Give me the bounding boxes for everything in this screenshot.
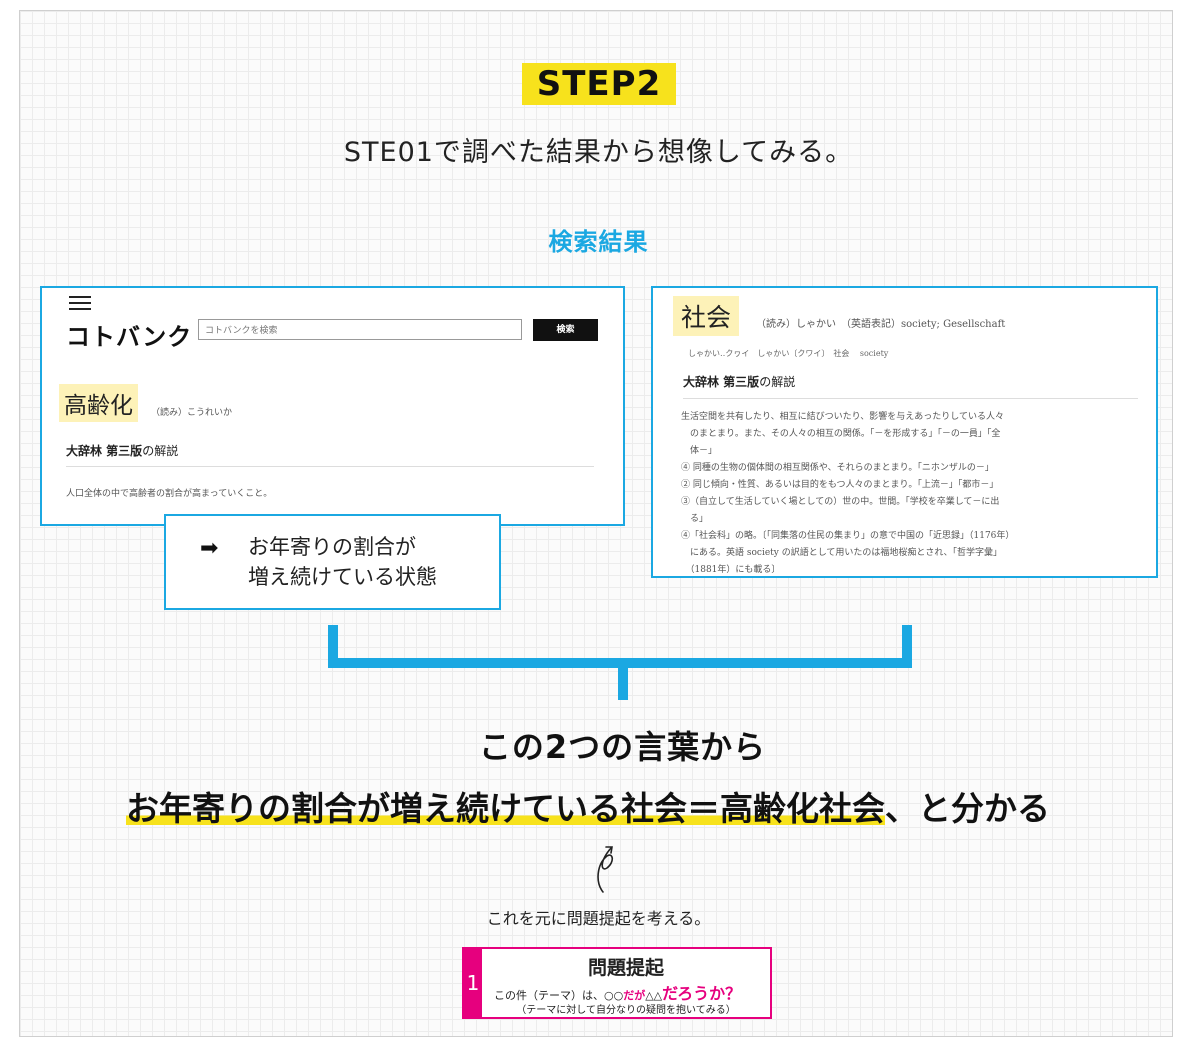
step-badge: STEP2 — [522, 63, 676, 105]
kotobank-search-button[interactable]: 検索 — [533, 319, 598, 341]
term-tags: しゃかい‥クヮイ しゃかい〔クワイ〕 社会 society — [688, 349, 889, 358]
shakai-screenshot-card: 社会 （読み）しゃかい （英語表記）society; Gesellschaft … — [651, 286, 1158, 578]
dictionary-suffix: の解説 — [759, 375, 796, 389]
problem-statement-card: 1 問題提起 この件（テーマ）は、○○だが△△だろうか？ （テーマに対して自分な… — [462, 947, 772, 1019]
definition-line: ② 同じ傾向・性質、あるいは目的をもつ人々のまとまり。「上流－」「都市－」 — [681, 480, 999, 490]
term-reading: （読み）こうれいか — [151, 408, 233, 418]
dictionary-label: 大辞林 第三版の解説 — [683, 373, 795, 390]
kotobank-screenshot-card: コトバンク コトバンクを検索 検索 高齢化 （読み）こうれいか 大辞林 第三版の… — [40, 286, 625, 526]
definition-line: 体－」 — [681, 446, 718, 456]
next-step-text: これを元に問題提起を考える。 — [486, 909, 711, 928]
callout-line-1: お年寄りの割合が — [248, 535, 416, 559]
problem-part: この件（テーマ）は、 — [494, 989, 604, 1002]
dictionary-suffix: の解説 — [142, 444, 179, 458]
kotobank-logo[interactable]: コトバンク — [66, 323, 193, 351]
result-heading: 検索結果 — [548, 228, 649, 256]
definition-line: （1881年）にも載る〕 — [681, 565, 781, 575]
conclusion-line-1: この2つの言葉から — [478, 728, 767, 766]
problem-template: この件（テーマ）は、○○だが△△だろうか？ — [494, 980, 741, 1004]
problem-connector: だが — [623, 989, 646, 1002]
definition-line: ④「社会科」の略。〔「同集落の住民の集まり」の意で中国の「近思録」（1176年） — [681, 531, 1015, 541]
kotobank-search-input[interactable]: コトバンクを検索 — [198, 319, 522, 340]
problem-number-badge: 1 — [464, 949, 482, 1017]
swirl-arrow-icon — [597, 846, 614, 893]
problem-title: 問題提起 — [587, 957, 664, 979]
problem-placeholder-b: △△ — [645, 989, 663, 1002]
conclusion-highlight: お年寄りの割合が増え続けている社会＝高齢化社会 — [126, 789, 885, 828]
dictionary-name[interactable]: 大辞林 第三版 — [66, 444, 143, 458]
definition-line: る」 — [681, 514, 709, 524]
hamburger-menu-icon[interactable] — [69, 296, 91, 314]
bracket-connector-icon — [328, 625, 912, 700]
definition-line: にある。英語 society の訳語として用いたのは福地桜痴とされ、「哲学字彙」 — [681, 548, 1003, 558]
definition-line: ④ 同種の生物の個体間の相互関係や、それらのまとまり。「ニホンザルの－」 — [681, 463, 994, 473]
callout-box: ➡ お年寄りの割合が 増え続けている状態 — [164, 514, 501, 610]
problem-question: だろうか？ — [662, 984, 742, 1003]
page-subtitle: STE01で調べた結果から想像してみる。 — [343, 137, 854, 168]
term-koreika: 高齢化 — [59, 384, 138, 422]
definition-line: ③（自立して生活していく場としての）世の中。世間。「学校を卒業して－に出 — [681, 497, 1000, 507]
dictionary-name[interactable]: 大辞林 第三版 — [683, 375, 760, 389]
divider — [66, 466, 594, 467]
problem-note: （テーマに対して自分なりの疑問を抱いてみる） — [516, 1005, 736, 1016]
term-definition: 人口全体の中で高齢者の割合が高まっていくこと。 — [66, 489, 273, 499]
conclusion-line-2: お年寄りの割合が増え続けている社会＝高齢化社会、と分かる — [126, 782, 1050, 830]
term-shakai: 社会 — [673, 296, 740, 336]
right-arrow-icon: ➡ — [200, 536, 219, 561]
callout-line-2: 増え続けている状態 — [248, 565, 437, 589]
callout-text: お年寄りの割合が 増え続けている状態 — [248, 532, 437, 592]
problem-placeholder-a: ○○ — [604, 989, 624, 1002]
dictionary-label: 大辞林 第三版の解説 — [66, 442, 178, 459]
definition-line: 生活空間を共有したり、相互に結びついたり、影響を与えあったりしている人々 — [681, 412, 1005, 422]
divider — [683, 398, 1138, 399]
conclusion-tail: 、と分かる — [885, 789, 1050, 828]
term-reading: （読み）しゃかい （英語表記）society; Gesellschaft — [756, 319, 1006, 330]
definition-line: のまとまり。また、その人々の相互の関係。「－を形成する」「－の一員」「全 — [681, 429, 1001, 439]
